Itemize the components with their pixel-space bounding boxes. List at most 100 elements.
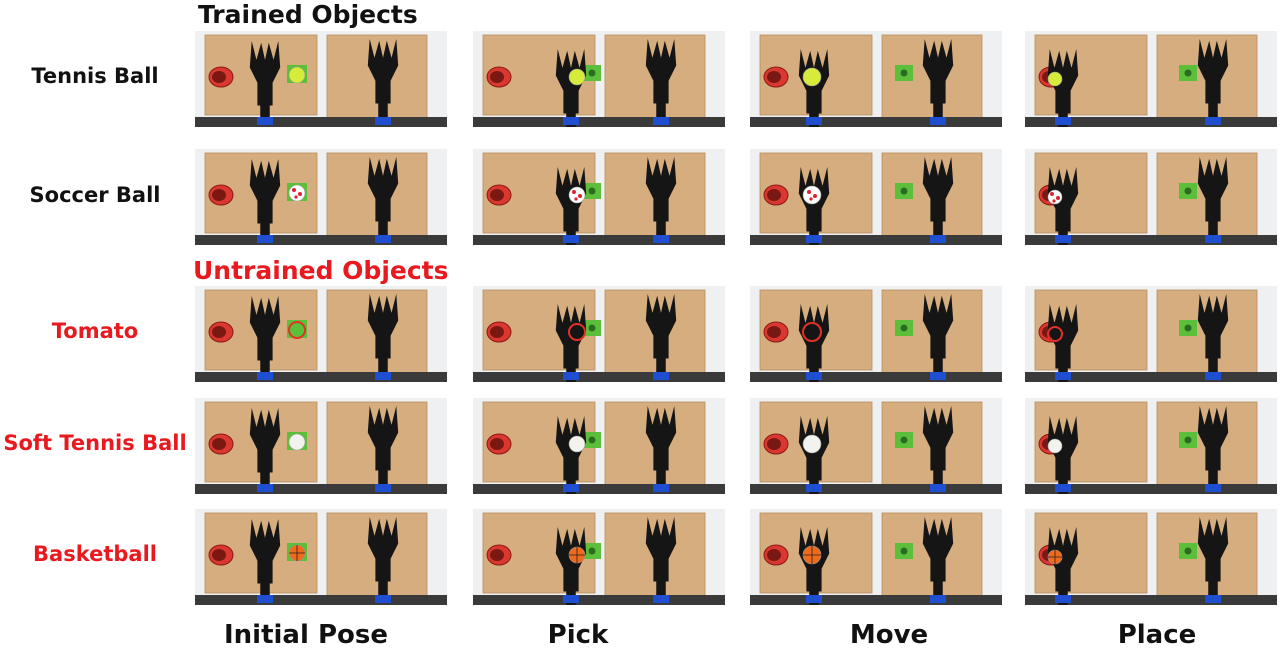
- table-edge: [1025, 484, 1277, 494]
- right-base: [375, 372, 391, 380]
- left-base: [563, 484, 579, 492]
- photo-0-initial: [195, 31, 447, 127]
- right-gripper: [1197, 293, 1229, 378]
- left-base: [1055, 235, 1071, 243]
- right-base: [930, 235, 946, 243]
- right-base: [653, 372, 669, 380]
- table-edge: [750, 372, 1002, 382]
- object: [1047, 326, 1063, 342]
- photo-2-initial: [195, 286, 447, 382]
- object: [288, 544, 306, 562]
- object: [1047, 189, 1063, 205]
- object: [288, 66, 306, 84]
- left-base: [563, 595, 579, 603]
- right-gripper: [645, 405, 677, 490]
- table-edge: [473, 117, 725, 127]
- right-gripper: [645, 516, 677, 601]
- photo-3-move: [750, 398, 1002, 494]
- left-base: [1055, 484, 1071, 492]
- right-base: [375, 484, 391, 492]
- object: [802, 434, 822, 454]
- object: [568, 68, 586, 86]
- column-label-pick: Pick: [547, 620, 609, 650]
- left-base: [257, 372, 273, 380]
- right-base: [930, 595, 946, 603]
- table-edge: [195, 595, 447, 605]
- column-label-place: Place: [1117, 620, 1197, 650]
- table-edge: [1025, 372, 1277, 382]
- object: [802, 545, 822, 565]
- object: [288, 321, 306, 339]
- photo-3-pick: [473, 398, 725, 494]
- right-gripper: [367, 156, 399, 241]
- photo-2-place: [1025, 286, 1277, 382]
- right-base: [1205, 235, 1221, 243]
- table-edge: [1025, 117, 1277, 127]
- left-base: [257, 235, 273, 243]
- table-edge: [473, 372, 725, 382]
- table-edge: [195, 117, 447, 127]
- right-gripper: [922, 405, 954, 490]
- left-base: [806, 117, 822, 125]
- left-base: [1055, 372, 1071, 380]
- table-edge: [195, 484, 447, 494]
- right-base: [930, 117, 946, 125]
- object: [1047, 549, 1063, 565]
- right-gripper: [367, 293, 399, 378]
- photo-4-place: [1025, 509, 1277, 605]
- right-base: [375, 235, 391, 243]
- left-base: [563, 235, 579, 243]
- left-base: [806, 484, 822, 492]
- photo-0-place: [1025, 31, 1277, 127]
- table-edge: [750, 484, 1002, 494]
- right-base: [653, 117, 669, 125]
- right-base: [653, 235, 669, 243]
- left-base: [806, 235, 822, 243]
- table-edge: [750, 117, 1002, 127]
- object: [288, 184, 306, 202]
- right-gripper: [1197, 516, 1229, 601]
- object: [802, 67, 822, 87]
- row-label-soccer-ball: Soccer Ball: [29, 183, 161, 207]
- photo-0-move: [750, 31, 1002, 127]
- photo-3-place: [1025, 398, 1277, 494]
- table-edge: [473, 484, 725, 494]
- column-label-move: Move: [849, 620, 929, 650]
- object: [568, 186, 586, 204]
- photo-4-move: [750, 509, 1002, 605]
- right-gripper: [922, 293, 954, 378]
- left-base: [257, 484, 273, 492]
- table-edge: [750, 595, 1002, 605]
- photo-2-move: [750, 286, 1002, 382]
- right-gripper: [645, 293, 677, 378]
- object: [568, 323, 586, 341]
- right-gripper: [645, 156, 677, 241]
- object: [288, 433, 306, 451]
- left-base: [806, 595, 822, 603]
- row-label-tennis-ball: Tennis Ball: [31, 64, 159, 88]
- right-gripper: [922, 156, 954, 241]
- photo-2-pick: [473, 286, 725, 382]
- right-base: [1205, 595, 1221, 603]
- object: [1047, 71, 1063, 87]
- object: [568, 435, 586, 453]
- row-label-basketball: Basketball: [33, 542, 157, 566]
- table-edge: [195, 235, 447, 245]
- table-edge: [1025, 235, 1277, 245]
- table-edge: [750, 235, 1002, 245]
- photo-3-initial: [195, 398, 447, 494]
- right-base: [375, 595, 391, 603]
- left-base: [806, 372, 822, 380]
- photo-4-pick: [473, 509, 725, 605]
- object: [802, 185, 822, 205]
- left-base: [1055, 595, 1071, 603]
- right-gripper: [367, 405, 399, 490]
- object: [568, 546, 586, 564]
- row-label-soft-tennis-ball: Soft Tennis Ball: [3, 431, 187, 455]
- trained-objects-heading: Trained Objects: [198, 0, 418, 29]
- photo-1-pick: [473, 149, 725, 245]
- right-base: [653, 484, 669, 492]
- untrained-objects-heading: Untrained Objects: [193, 256, 449, 285]
- right-gripper: [1197, 405, 1229, 490]
- right-gripper: [367, 516, 399, 601]
